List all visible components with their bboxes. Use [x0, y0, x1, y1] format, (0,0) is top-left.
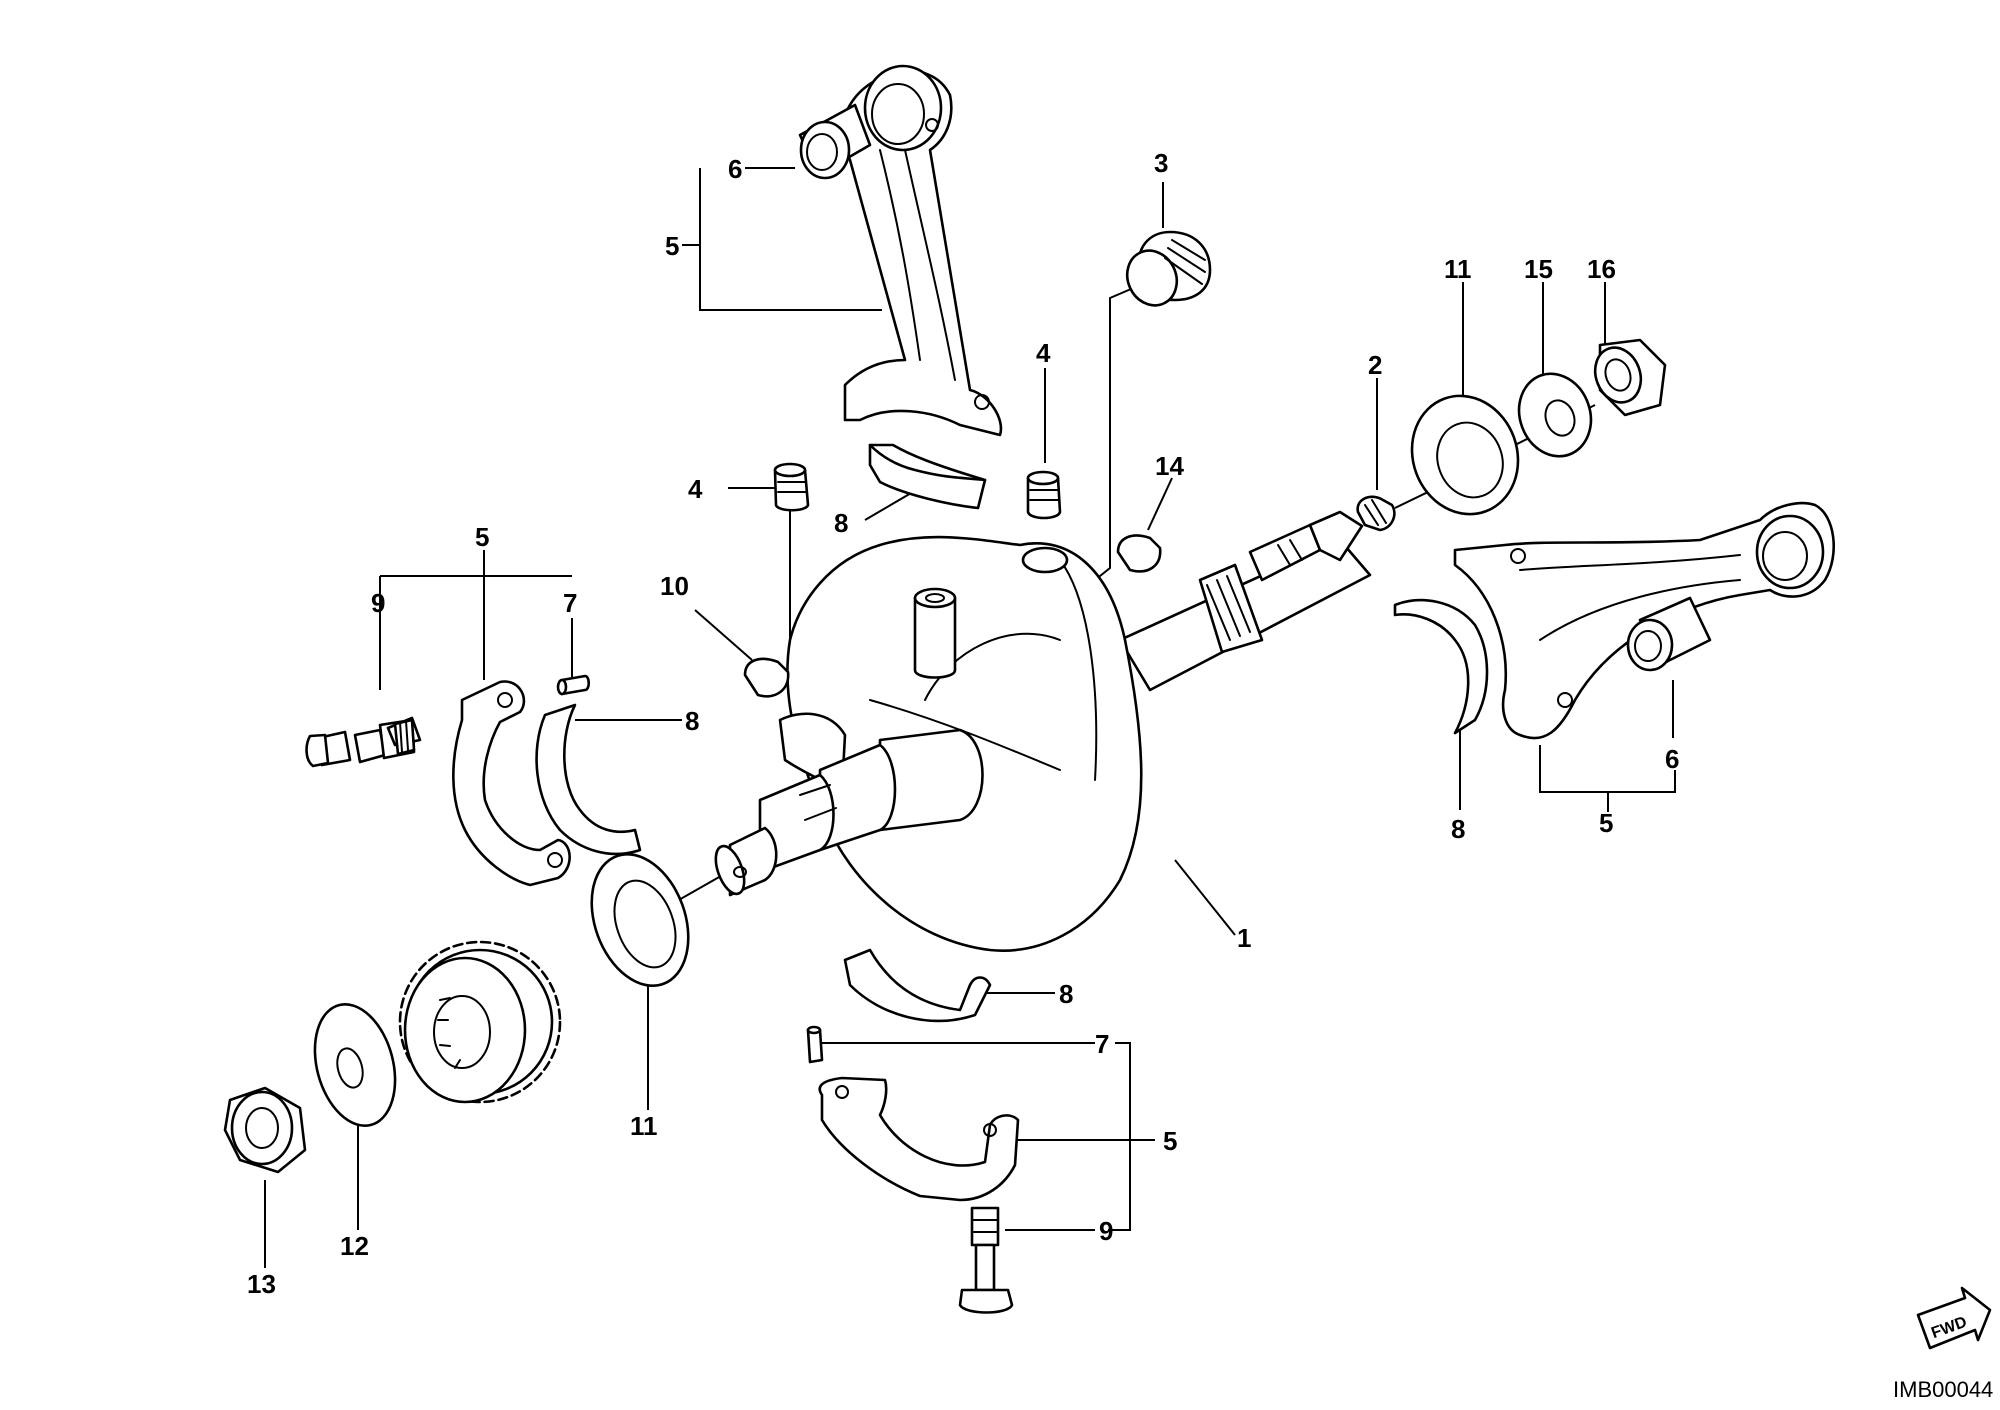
callout-labels: 1 2 3 4 4 5 5 5 5 6 6 7 7 8 8 8 8 9 9 10…: [247, 148, 1679, 1299]
plug: [1125, 230, 1212, 307]
woodruff-key-14: [1116, 534, 1162, 573]
callout-8-bottom: 8: [1059, 979, 1073, 1009]
callout-8-top: 8: [834, 508, 848, 538]
callout-9-left: 9: [371, 588, 385, 618]
connecting-rod-top: [798, 64, 1003, 510]
nut-16: [1593, 338, 1667, 417]
callout-14: 14: [1155, 451, 1184, 481]
woodruff-key-10: [743, 657, 790, 698]
callout-4-right: 4: [1036, 338, 1051, 368]
callout-7-bottom: 7: [1095, 1029, 1109, 1059]
connecting-rod-right: [1393, 501, 1836, 740]
callout-8-right: 8: [1451, 814, 1465, 844]
cap-bolt-bottom: [958, 1206, 1014, 1314]
callout-4-left: 4: [688, 474, 703, 504]
washer-12: [313, 1003, 397, 1127]
cap-bolt-left: [305, 716, 422, 768]
nut-13: [223, 1086, 307, 1174]
crankshaft: [714, 510, 1372, 952]
callout-3: 3: [1154, 148, 1168, 178]
callout-11-right: 11: [1444, 254, 1472, 284]
callout-5-top: 5: [665, 231, 679, 261]
timing-gear: [398, 940, 562, 1104]
callout-8-left: 8: [685, 706, 699, 736]
bearing-shell-left: [535, 703, 642, 856]
callout-11-left: 11: [630, 1111, 658, 1141]
callout-15: 15: [1524, 254, 1553, 284]
callout-2: 2: [1368, 350, 1382, 380]
leader-lines: [264, 167, 1676, 1268]
drawing-reference-code: IMB00044: [1893, 1377, 1993, 1402]
thrust-washer-right: [1410, 394, 1520, 516]
callout-16: 16: [1587, 254, 1616, 284]
callout-13: 13: [247, 1269, 276, 1299]
bearing-shell-bottom: [843, 948, 992, 1023]
grub-screw-right: [1026, 470, 1062, 520]
callout-10: 10: [660, 571, 689, 601]
grub-screw-2: [1356, 495, 1396, 532]
fwd-arrow-icon: FWD: [1916, 1286, 1992, 1350]
callout-1: 1: [1237, 923, 1251, 953]
callout-5-left: 5: [475, 522, 489, 552]
dowel-pin-left: [556, 674, 591, 696]
grub-screw-left: [773, 462, 810, 512]
bearing-cap-bottom: [818, 1076, 1020, 1202]
callout-9-bottom: 9: [1099, 1216, 1113, 1246]
callout-7-left: 7: [563, 588, 577, 618]
callout-5-right: 5: [1599, 808, 1613, 838]
washer-15: [1517, 372, 1593, 458]
callout-6-right: 6: [1665, 744, 1679, 774]
thrust-washer-left: [590, 852, 690, 988]
callout-5-bottom: 5: [1163, 1126, 1177, 1156]
callout-6-top: 6: [728, 154, 742, 184]
callout-12: 12: [340, 1231, 369, 1261]
bearing-cap-left: [452, 680, 571, 887]
dowel-pin-bottom: [806, 1025, 824, 1064]
